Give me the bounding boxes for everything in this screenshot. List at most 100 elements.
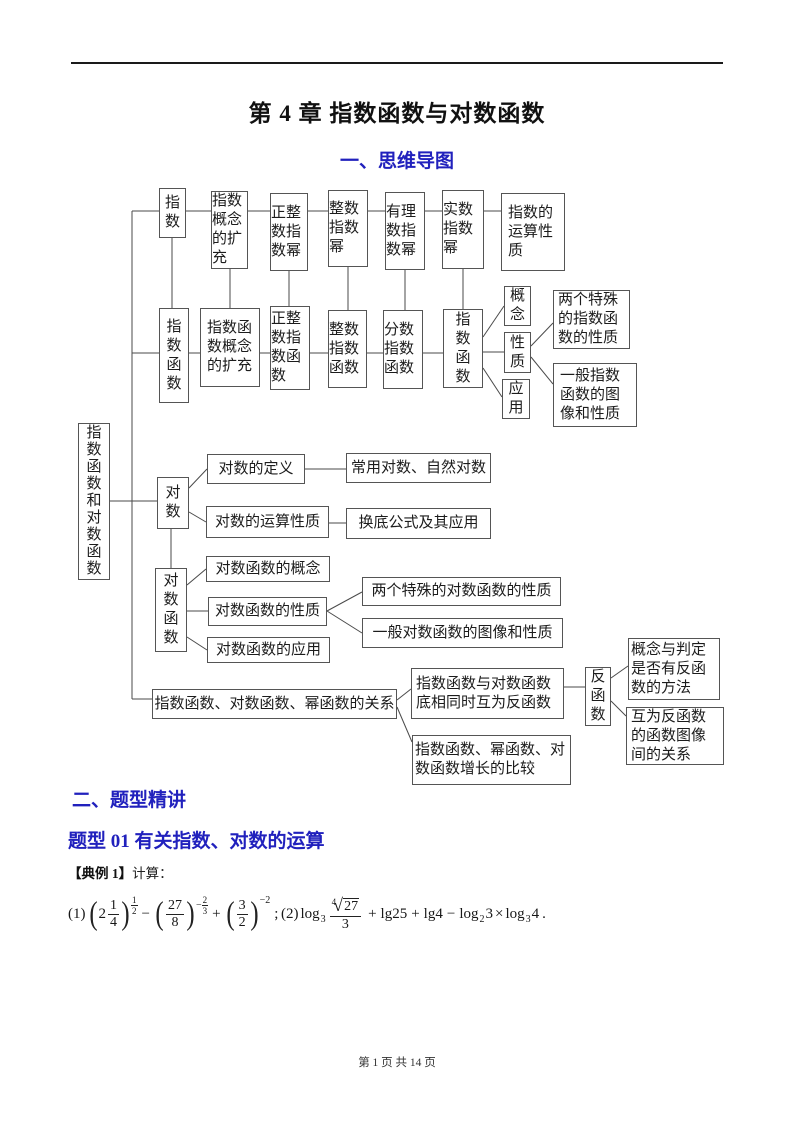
diagram-box-liangge-teshu-duishu: 两个特殊的对数函数的性质 (362, 577, 561, 606)
diagram-box-root: 指 数 函 数 和 对 数 函 数 (78, 423, 110, 580)
diagram-box-hu-fanhanshu-tiaojian: 指数函数与对数函数 底相同时互为反函数 (411, 668, 564, 719)
exp-den: 2 (132, 905, 137, 916)
diagram-box-label: 对数函数的应用 (215, 641, 321, 658)
root-index: 4 (331, 896, 337, 907)
example-text: 计算： (132, 866, 173, 881)
diagram-box-gainian-panding: 概念与判定 是否有反函 数的方法 (628, 638, 720, 700)
diagram-box-label: 反 函 数 (590, 669, 606, 723)
diagram-box-label: 指 数 (164, 195, 180, 230)
diagram-box-label: 常用对数、自然对数 (350, 459, 486, 476)
diagram-box-label: 两个特殊 的指数函 数的性质 (558, 292, 619, 346)
log-arg: 3 (485, 905, 493, 922)
diagram-box-yiban-duishu: 一般对数函数的图像和性质 (362, 618, 563, 648)
diagram-box-label: 对数函数的概念 (215, 560, 321, 577)
diagram-box-gainian: 概 念 (504, 286, 531, 326)
log-base: 2 (479, 913, 485, 925)
f2-frac: 4√27 3 (329, 895, 362, 932)
diagram-box-zhishu: 指 数 (159, 188, 186, 238)
topic-01-heading: 题型 01 有关指数、对数的运算 (68, 831, 325, 852)
diagram-box-duishu-hanshu: 对 数 函 数 (155, 568, 187, 652)
diagram-box-duishu: 对 数 (157, 477, 189, 529)
lg4-term: lg4 (423, 905, 443, 922)
diagram-box-label: 指数函数、幂函数、对 数函数增长的比较 (415, 742, 566, 777)
diagram-box-huwei-fanhanshu: 互为反函数 的函数图像 间的关系 (626, 707, 724, 765)
radical-sign: √ (333, 895, 344, 916)
diagram-box-youlishu-zhishumi: 有理 数指 数幂 (385, 192, 425, 270)
radicand: 27 (343, 898, 360, 915)
f1-mixed-int: 2 (98, 905, 107, 922)
diagram-box-label: 指 数 函 数 (166, 318, 182, 392)
exp-num: 1 (131, 894, 138, 906)
diagram-box-duishu-hanshu-yingyong: 对数函数的应用 (207, 637, 330, 663)
formula-1-label: (1) (68, 905, 86, 922)
log-base: 3 (525, 913, 531, 925)
diagram-box-label: 指数函 数概念 的扩充 (207, 320, 253, 374)
diagram-box-label: 概念与判定 是否有反函 数的方法 (631, 641, 707, 696)
diagram-box-huandi-gongshi: 换底公式及其应用 (346, 508, 491, 539)
diagram-box-yingyong: 应 用 (502, 379, 530, 419)
diagram-box-zhishu-hanshu-2: 指 数 函 数 (443, 309, 483, 388)
diagram-box-label: 指 数 函 数 (455, 311, 471, 385)
exp-num: 2 (201, 894, 209, 906)
diagram-box-label: 指 数 函 数 和 对 数 函 数 (86, 425, 102, 577)
diagram-box-label: 整数 指数 幂 (329, 201, 360, 255)
diagram-box-sanhanshu-guanxi: 指数函数、对数函数、幂函数的关系 (152, 689, 397, 719)
diagram-box-zhengzhengshu-zhishumi: 正整 数指 数幂 (270, 193, 308, 271)
plus-op: + (212, 905, 221, 922)
page-title: 第 4 章 指数函数与对数函数 (248, 101, 546, 126)
diagram-box-zhishu-hanshu-1: 指 数 函 数 (159, 308, 189, 403)
diagram-box-label: 正整 数指 数幂 (271, 204, 302, 259)
diagram-box-label: 指数函数、对数函数、幂函数的关系 (154, 695, 395, 712)
diagram-box-label: 指数的 运算性 质 (508, 204, 554, 259)
diagram-box-label: 互为反函数 的函数图像 间的关系 (631, 708, 707, 763)
log-fn: log (459, 905, 479, 922)
diagram-box-label: 指数 概念 的扩 充 (212, 193, 243, 266)
f2-end: . (542, 905, 546, 922)
formula-2-label: (2) (281, 905, 299, 922)
diagram-box-label: 对数函数的性质 (214, 603, 320, 619)
right-paren: ) (186, 895, 195, 932)
log-fn: log (505, 905, 525, 922)
left-paren: ( (225, 895, 235, 932)
diagram-box-fanhanshu: 反 函 数 (585, 667, 611, 726)
numerator: 3 (236, 898, 248, 915)
diagram-box-label: 正整 数指 数函 数 (271, 311, 302, 384)
minus-op: − (446, 905, 456, 922)
diagram-box-fenshu-zhishu-hanshu: 分数 指数 函数 (383, 310, 423, 389)
diagram-box-liangge-teshu-zhishu: 两个特殊 的指数函 数的性质 (553, 290, 630, 349)
diagram-box-label: 性 质 (509, 334, 525, 370)
diagram-box-yiban-zhishu: 一般指数 函数的图 像和性质 (553, 363, 637, 427)
diagram-box-zhengzhengshu-zhishu-hanshu: 正整 数指 数函 数 (270, 306, 310, 390)
diagram-box-label: 对数的定义 (218, 460, 294, 477)
diagram-box-label: 一般指数 函数的图 像和性质 (560, 367, 621, 422)
diagram-box-label: 指数函数与对数函数 底相同时互为反函数 (416, 675, 552, 711)
diagram-box-duishu-dingyi: 对数的定义 (207, 454, 305, 484)
diagram-box-label: 应 用 (508, 381, 524, 416)
diagram-box-changyong-duishu: 常用对数、自然对数 (346, 453, 491, 483)
page-footer: 第 1 页 共 14 页 (358, 1057, 436, 1069)
diagram-box-label: 换底公式及其应用 (358, 515, 479, 531)
diagram-box-label: 分数 指数 函数 (384, 322, 415, 376)
denominator: 3 (341, 916, 349, 932)
log-arg: 4 (531, 905, 540, 922)
example-label: 【典例 1】 (68, 866, 133, 881)
mindmap-heading: 一、思维导图 (339, 151, 454, 172)
numerator: 1 (108, 898, 119, 915)
minus-op: − (141, 905, 150, 922)
diagram-box-label: 概 念 (509, 288, 525, 323)
left-paren: ( (155, 895, 164, 932)
denominator: 2 (238, 914, 246, 930)
diagram-box-zhishu-yunsuan-xingzhi: 指数的 运算性 质 (501, 193, 565, 271)
denominator: 4 (110, 914, 117, 930)
plus-op: + (411, 905, 420, 922)
diagram-box-label: 对 数 (165, 485, 181, 520)
diagram-box-duishu-yunsuan-xingzhi: 对数的运算性质 (206, 506, 329, 538)
